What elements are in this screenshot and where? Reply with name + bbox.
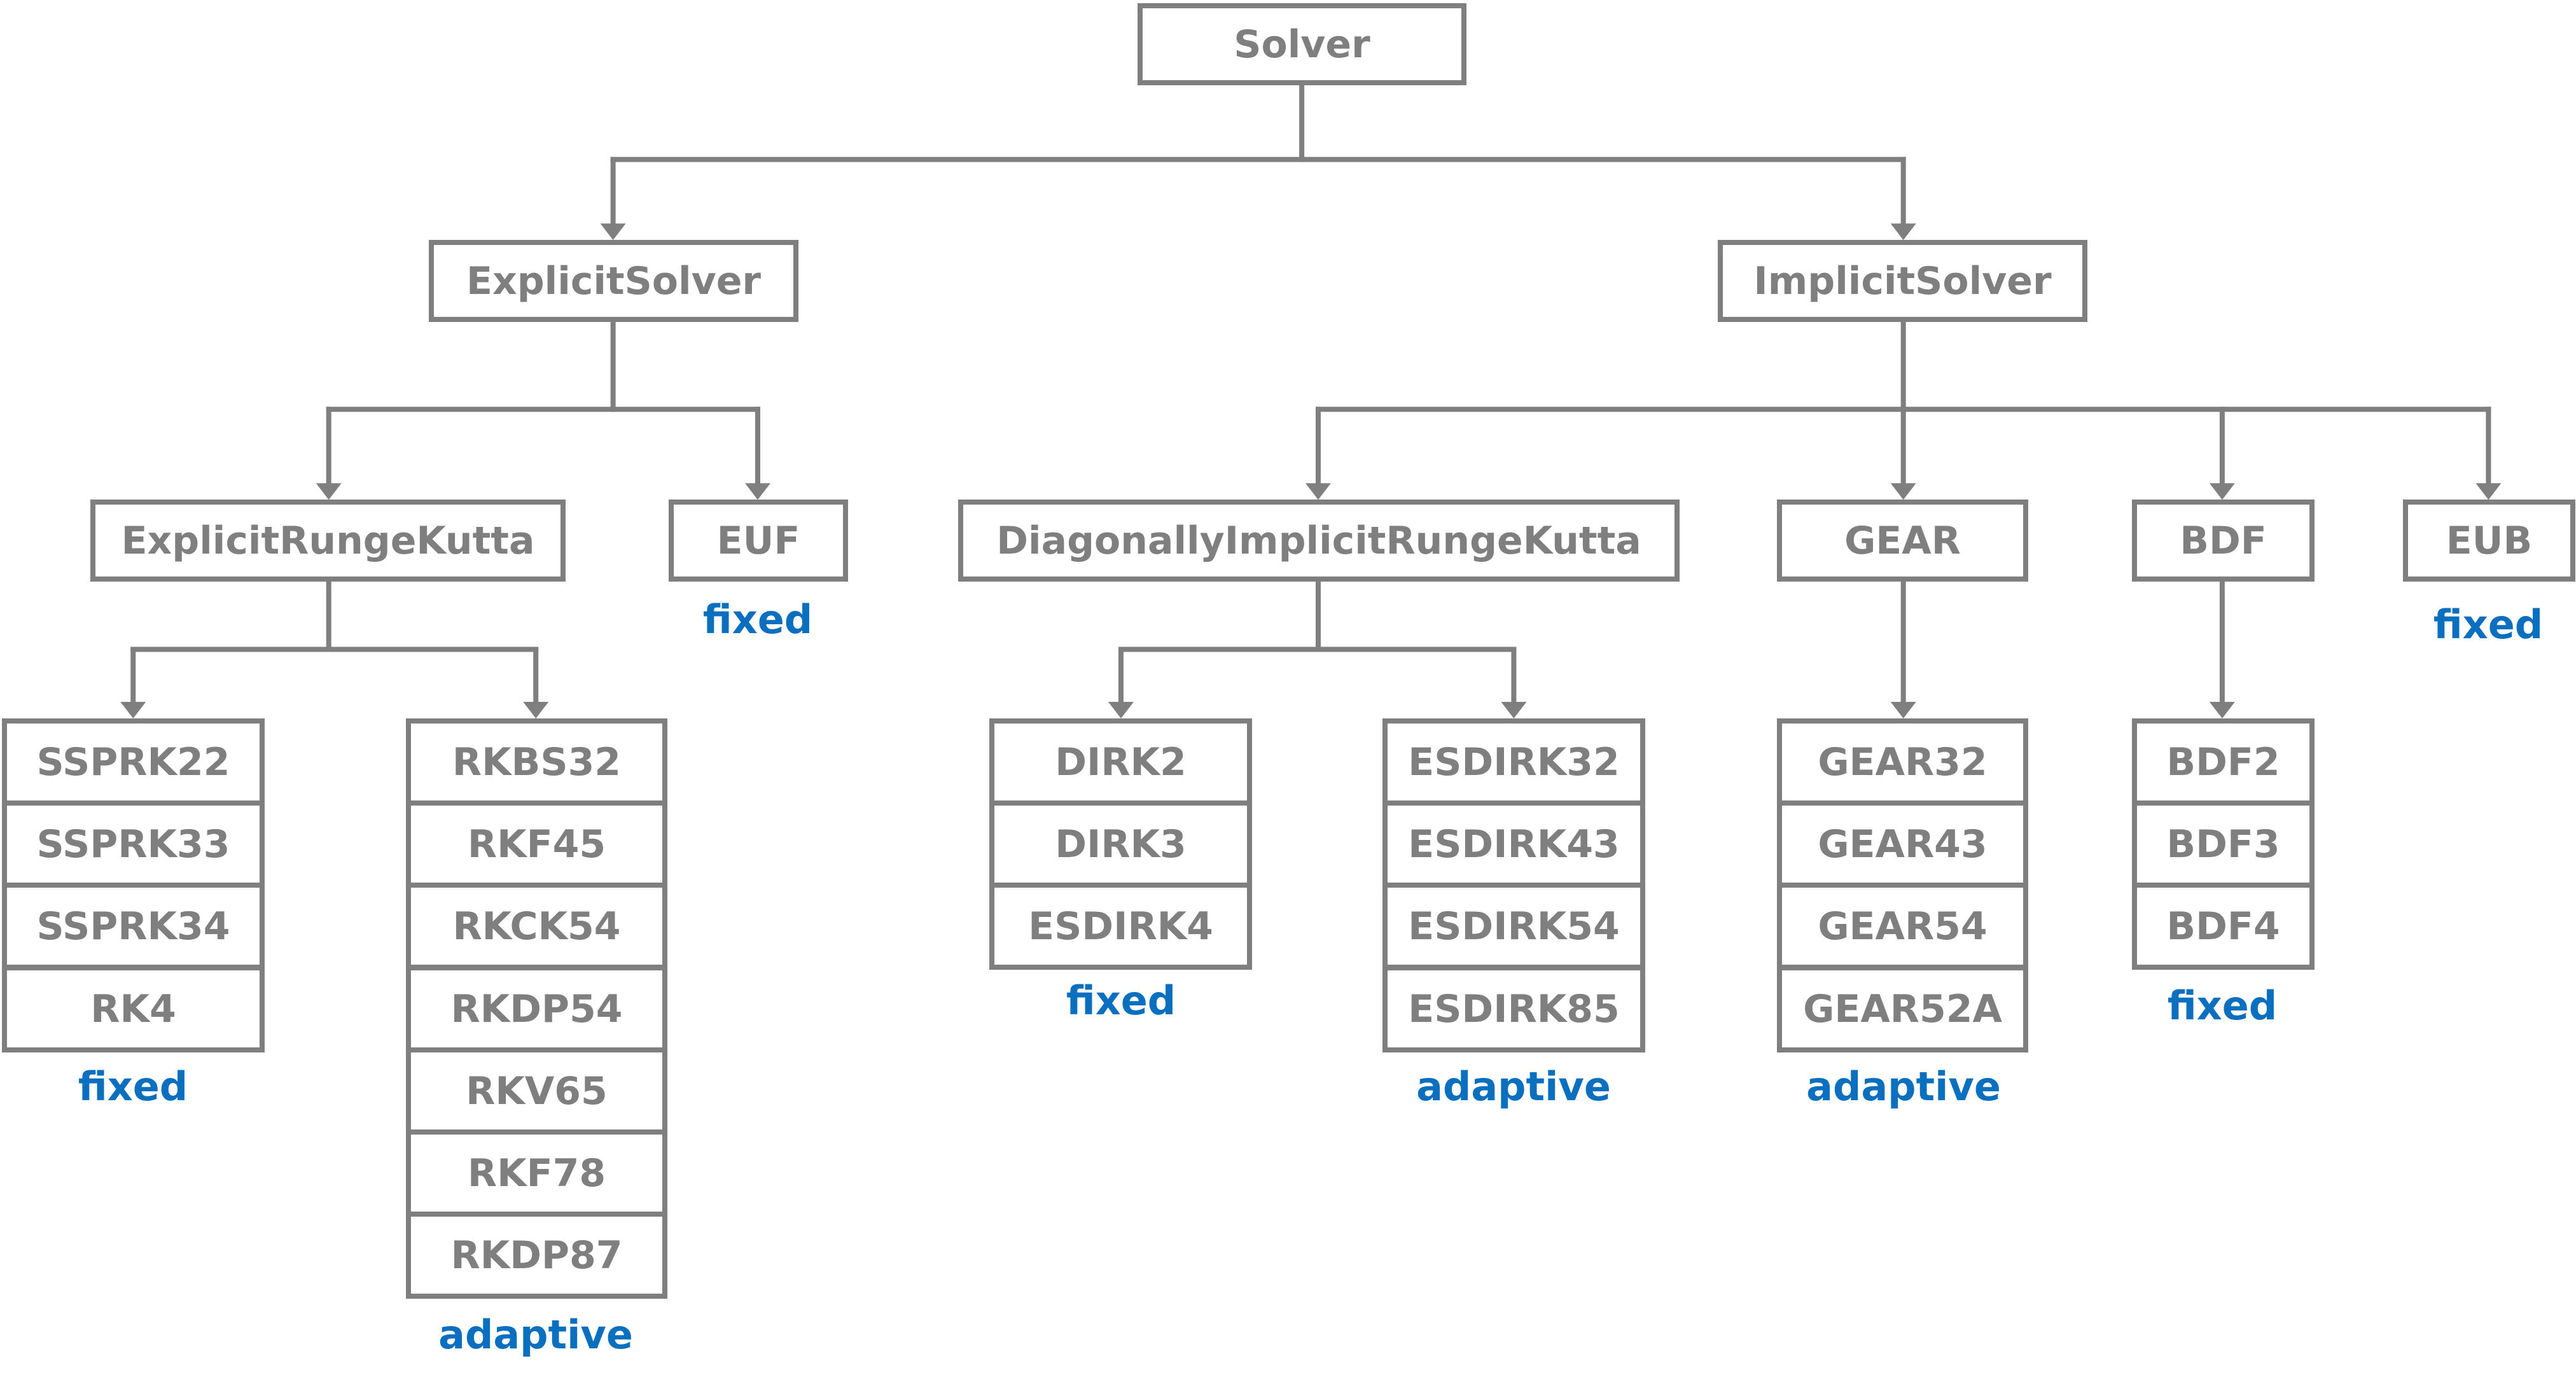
node-esdirk32: ESDIRK32 bbox=[1382, 718, 1645, 806]
note-fixed: fixed bbox=[2167, 982, 2278, 1029]
arrowhead bbox=[600, 223, 626, 241]
node-bdf3: BDF3 bbox=[2132, 800, 2315, 888]
node-euf: EUF bbox=[669, 500, 848, 582]
node-solver: Solver bbox=[1138, 3, 1466, 85]
arrowhead bbox=[523, 701, 549, 718]
arrowhead bbox=[2475, 483, 2502, 500]
note-fixed: fixed bbox=[2433, 601, 2544, 648]
node-diagonallyimplicitrungekutta: DiagonallyImplicitRungeKutta bbox=[958, 500, 1680, 582]
node-bdf: BDF bbox=[2132, 500, 2315, 582]
note-fixed: fixed bbox=[78, 1063, 188, 1110]
arrowhead bbox=[2209, 701, 2235, 718]
node-rkf45: RKF45 bbox=[406, 800, 667, 888]
node-gear52a: GEAR52A bbox=[1777, 965, 2028, 1052]
node-esdirk85: ESDIRK85 bbox=[1382, 965, 1645, 1052]
arrowhead bbox=[744, 483, 770, 500]
arrowhead bbox=[120, 701, 146, 718]
node-rk4: RK4 bbox=[2, 965, 265, 1052]
node-bdf2: BDF2 bbox=[2132, 718, 2315, 806]
node-ssprk33: SSPRK33 bbox=[2, 800, 265, 888]
node-rkck54: RKCK54 bbox=[406, 883, 667, 970]
note-fixed: fixed bbox=[1066, 977, 1176, 1024]
node-explicitrungekutta: ExplicitRungeKutta bbox=[90, 500, 566, 582]
note-adaptive: adaptive bbox=[1806, 1063, 2001, 1110]
node-rkdp87: RKDP87 bbox=[406, 1212, 667, 1299]
node-esdirk43: ESDIRK43 bbox=[1382, 800, 1645, 888]
node-dirk3: DIRK3 bbox=[989, 800, 1252, 888]
node-esdirk4: ESDIRK4 bbox=[989, 883, 1252, 970]
arrowhead bbox=[1890, 223, 1916, 241]
arrowhead bbox=[1305, 483, 1331, 500]
arrowhead bbox=[1890, 483, 1916, 500]
node-ssprk22: SSPRK22 bbox=[2, 718, 265, 806]
node-implicitsolver: ImplicitSolver bbox=[1718, 240, 2087, 322]
node-gear32: GEAR32 bbox=[1777, 718, 2028, 806]
node-explicitsolver: ExplicitSolver bbox=[429, 240, 798, 322]
arrowhead bbox=[1108, 701, 1134, 718]
arrowhead bbox=[1890, 701, 1916, 718]
note-adaptive: adaptive bbox=[438, 1311, 633, 1358]
node-bdf4: BDF4 bbox=[2132, 883, 2315, 970]
node-dirk2: DIRK2 bbox=[989, 718, 1252, 806]
note-adaptive: adaptive bbox=[1416, 1063, 1611, 1110]
note-fixed: fixed bbox=[702, 596, 813, 643]
node-ssprk34: SSPRK34 bbox=[2, 883, 265, 970]
node-esdirk54: ESDIRK54 bbox=[1382, 883, 1645, 970]
node-rkdp54: RKDP54 bbox=[406, 965, 667, 1052]
arrowhead bbox=[1501, 701, 1527, 718]
arrowhead bbox=[2209, 483, 2235, 500]
node-rkv65: RKV65 bbox=[406, 1047, 667, 1135]
node-gear: GEAR bbox=[1777, 500, 2028, 582]
node-rkf78: RKF78 bbox=[406, 1129, 667, 1217]
node-gear54: GEAR54 bbox=[1777, 883, 2028, 970]
arrowhead bbox=[316, 483, 342, 500]
node-gear43: GEAR43 bbox=[1777, 800, 2028, 888]
node-eub: EUB bbox=[2403, 500, 2575, 582]
node-rkbs32: RKBS32 bbox=[406, 718, 667, 806]
